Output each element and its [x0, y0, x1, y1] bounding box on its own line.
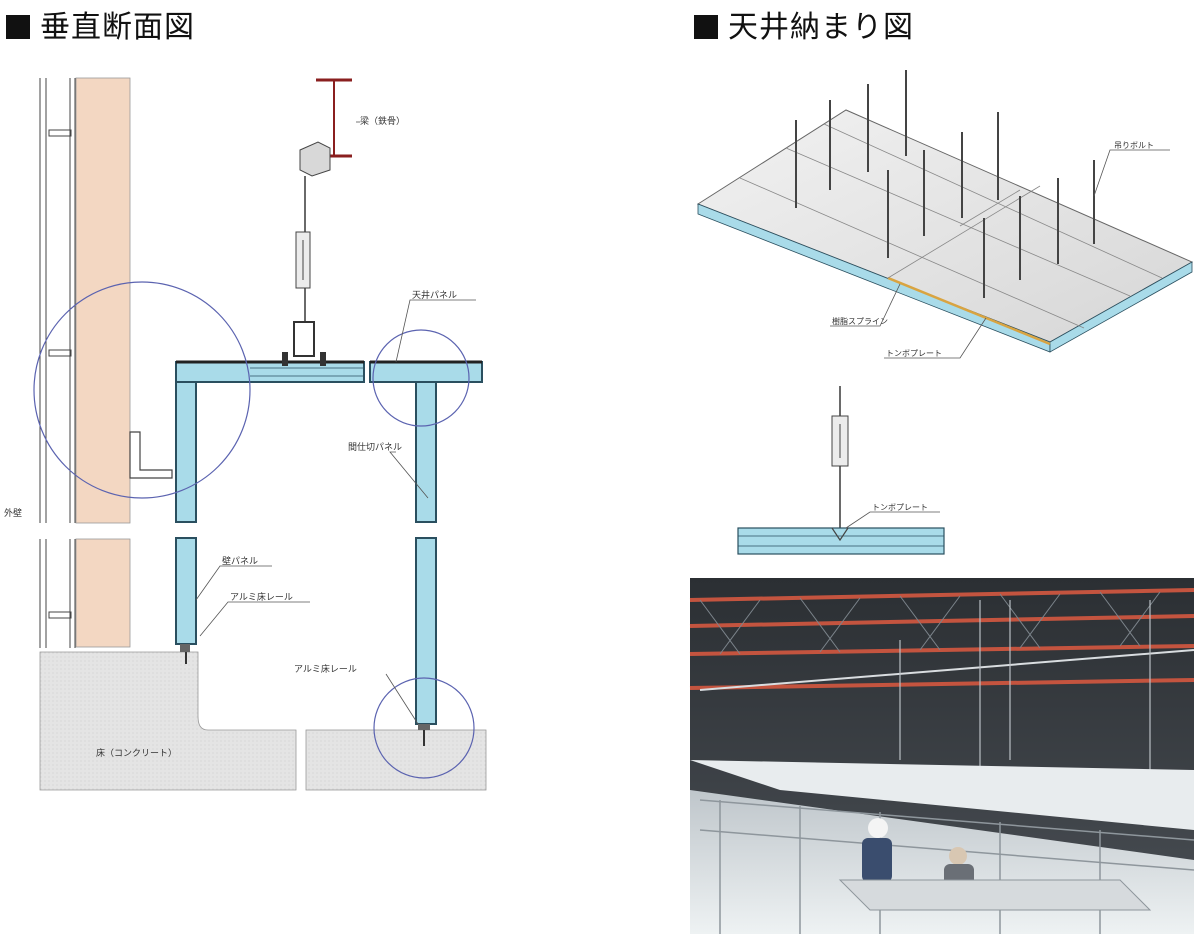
aluminum-rail-label-1: アルミ床レール [230, 591, 293, 603]
ceiling-isometric-drawing: 吊りボルト 樹脂スプライン トンボプレート [696, 70, 1194, 359]
beam-label: 梁（鉄骨） [360, 115, 405, 127]
ceiling-hanger [293, 141, 331, 357]
tombo-plate-detail-label: トンボプレート [872, 503, 928, 512]
wall-bracket [129, 431, 173, 479]
detail-circle-ceiling [372, 329, 470, 427]
title-vertical-section: 垂直断面図 [6, 2, 195, 46]
exterior-insulation-lower [75, 538, 131, 648]
construction-photo [689, 578, 1194, 934]
resin-spline [887, 276, 1051, 346]
concrete-floor [39, 651, 297, 791]
aluminum-rail-label-2: アルミ床レール [294, 663, 357, 675]
exterior-insulation [75, 77, 131, 524]
vertical-section-drawing: 梁（鉄骨） 天井パネル 間仕切パネル 壁パネル アルミ床レール アルミ床レール … [4, 77, 487, 791]
title-right-text: 天井納まり図 [728, 10, 914, 45]
floor-label: 床（コンクリート） [96, 747, 177, 759]
title-ceiling-detail: 天井納まり図 [694, 2, 914, 46]
tombo-plate-detail: トンボプレート [737, 386, 945, 555]
detail-circle-floor [373, 677, 475, 779]
ceiling-panel [175, 352, 483, 383]
title-left-text: 垂直断面図 [40, 10, 195, 45]
exterior-wall-label: 外壁 [4, 507, 22, 519]
hanging-bolts [795, 70, 1095, 298]
wall-panel [175, 381, 197, 664]
exterior-wall [36, 78, 136, 648]
hanging-bolt-label: 吊りボルト [1114, 141, 1154, 150]
square-bullet-icon [6, 15, 30, 39]
ceiling-board-side-edge [1049, 261, 1193, 353]
ceiling-panel-label: 天井パネル [412, 289, 457, 301]
partition-panel-label: 間仕切パネル [348, 441, 402, 453]
detail-circle-wall [33, 281, 251, 499]
square-bullet-icon [694, 15, 718, 39]
partition-panel [415, 381, 437, 746]
wall-panel-label: 壁パネル [222, 555, 258, 567]
resin-spline-label: 樹脂スプライン [832, 316, 888, 326]
tombo-plate-label: トンボプレート [886, 349, 942, 358]
concrete-floor-right [305, 729, 487, 791]
